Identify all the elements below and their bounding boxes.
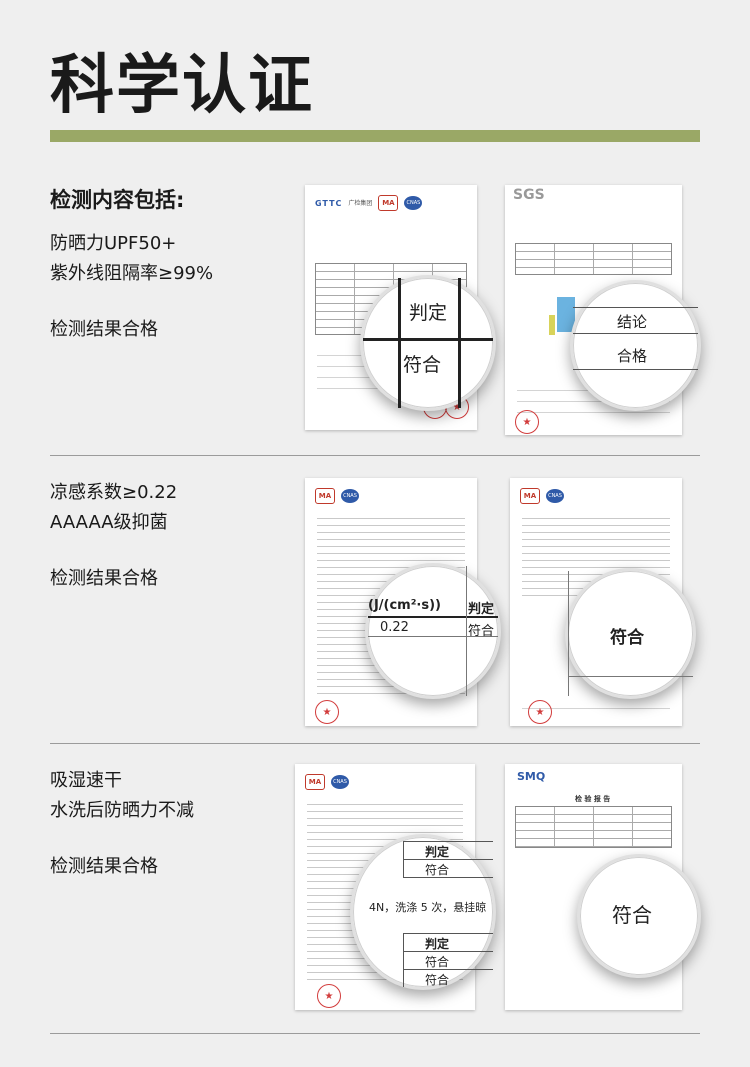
ma-logo-icon: MA (305, 774, 325, 790)
lens-header: 判定 (425, 937, 450, 951)
lens-value: 符合 (425, 863, 450, 877)
page-title: 科学认证 (50, 49, 314, 123)
lens-header: 结论 (617, 313, 648, 331)
lens-header: 判定 (409, 302, 448, 324)
report-chart (557, 297, 575, 332)
lens-value: 0.22 (380, 620, 409, 635)
section-divider (50, 743, 700, 744)
magnifier-lens: 判定 符合 4N，洗涤 5 次，悬挂晾 判定 符合 符合 (350, 834, 496, 990)
feature-line: 水洗后防晒力不减 (50, 800, 194, 821)
feature-line: 紫外线阻隔率≥99% (50, 263, 214, 284)
lens-value: 符合 (468, 624, 495, 639)
section-quickdry: 吸湿速干 水洗后防晒力不减 检测结果合格 MA CNAS ★ 判定 符合 4N，… (0, 744, 750, 1034)
accent-bar (50, 130, 700, 142)
report-text-lines (517, 854, 670, 860)
report-table (515, 243, 672, 275)
report-chart (549, 315, 555, 335)
lens-value: 符合 (425, 955, 450, 969)
doc-title: 检 验 报 告 (575, 795, 611, 803)
section-cooling: 凉感系数≥0.22 AAAAA级抑菌 检测结果合格 MA CNAS ★ (J/(… (0, 456, 750, 736)
report-table (515, 806, 672, 848)
section-upf-text: 检测内容包括: 防晒力UPF50+ 紫外线阻隔率≥99% 检测结果合格 (50, 185, 280, 345)
red-stamp-icon: ★ (515, 410, 539, 434)
red-stamp-icon: ★ (317, 984, 341, 1008)
cnas-logo-icon: CNAS (341, 489, 359, 503)
red-stamp-icon: ★ (528, 700, 552, 724)
lens-value: 符合 (612, 903, 652, 927)
lens-value: 合格 (617, 347, 648, 365)
result-line: 检测结果合格 (50, 856, 158, 877)
ma-logo-icon: MA (520, 488, 540, 504)
feature-line: AAAAA级抑菌 (50, 512, 168, 533)
lens-header: (J/(cm²·s)) (368, 598, 441, 613)
ma-logo-icon: MA (378, 195, 399, 211)
report-document-cooling: MA CNAS ★ (J/(cm²·s)) 判定 0.22 符合 (305, 478, 501, 726)
magnifier-lens: 符合 (565, 568, 696, 699)
magnifier-lens: 符合 (577, 854, 701, 978)
feature-line: 防晒力UPF50+ (50, 233, 177, 254)
smq-logo: SMQ (517, 770, 546, 783)
lens-value: 符合 (425, 973, 450, 987)
section-upf: 检测内容包括: 防晒力UPF50+ 紫外线阻隔率≥99% 检测结果合格 GTTC… (0, 160, 750, 450)
result-line: 检测结果合格 (50, 319, 158, 340)
magnifier-lens: 结论 合格 (570, 280, 701, 411)
sgs-logo: SGS (513, 187, 545, 203)
lens-header: 判定 (425, 845, 450, 859)
section-quickdry-text: 吸湿速干 水洗后防晒力不减 检测结果合格 (50, 766, 280, 882)
feature-line: 凉感系数≥0.22 (50, 482, 178, 503)
lens-header: 判定 (468, 602, 495, 617)
report-text-lines (522, 698, 670, 716)
section-divider (50, 1033, 700, 1034)
result-line: 检测结果合格 (50, 568, 158, 589)
magnifier-lens: (J/(cm²·s)) 判定 0.22 符合 (365, 563, 501, 699)
magnifier-lens: 判定 符合 (360, 275, 496, 411)
cnas-logo-icon: CNAS (546, 489, 564, 503)
report-document-sgs: SGS ★ 结论 合格 (505, 185, 701, 435)
cnas-logo-icon: CNAS (404, 196, 423, 210)
section-divider (50, 455, 700, 456)
section-heading: 检测内容包括: (50, 188, 185, 212)
gttc-name: 广检集团 (348, 199, 373, 207)
red-stamp-icon: ★ (315, 700, 339, 724)
report-document-smq: SMQ 检 验 报 告 符合 (505, 764, 701, 1010)
gttc-logo: GTTC (315, 198, 343, 208)
lens-value: 符合 (610, 628, 644, 648)
section-cooling-text: 凉感系数≥0.22 AAAAA级抑菌 检测结果合格 (50, 478, 280, 594)
report-document-quickdry: MA CNAS ★ 判定 符合 4N，洗涤 5 次，悬挂晾 判定 符合 符合 (295, 764, 496, 1010)
feature-line: 吸湿速干 (50, 770, 122, 791)
lens-mid-text: 4N，洗涤 5 次，悬挂晾 (369, 901, 487, 914)
lens-value: 符合 (403, 354, 442, 376)
cnas-logo-icon: CNAS (331, 775, 349, 789)
report-document-gttc: GTTC 广检集团 MA CNAS ★ ★ 判定 符合 (305, 185, 496, 430)
report-document-antibacterial: MA CNAS ★ 符合 (510, 478, 696, 726)
ma-logo-icon: MA (315, 488, 335, 504)
